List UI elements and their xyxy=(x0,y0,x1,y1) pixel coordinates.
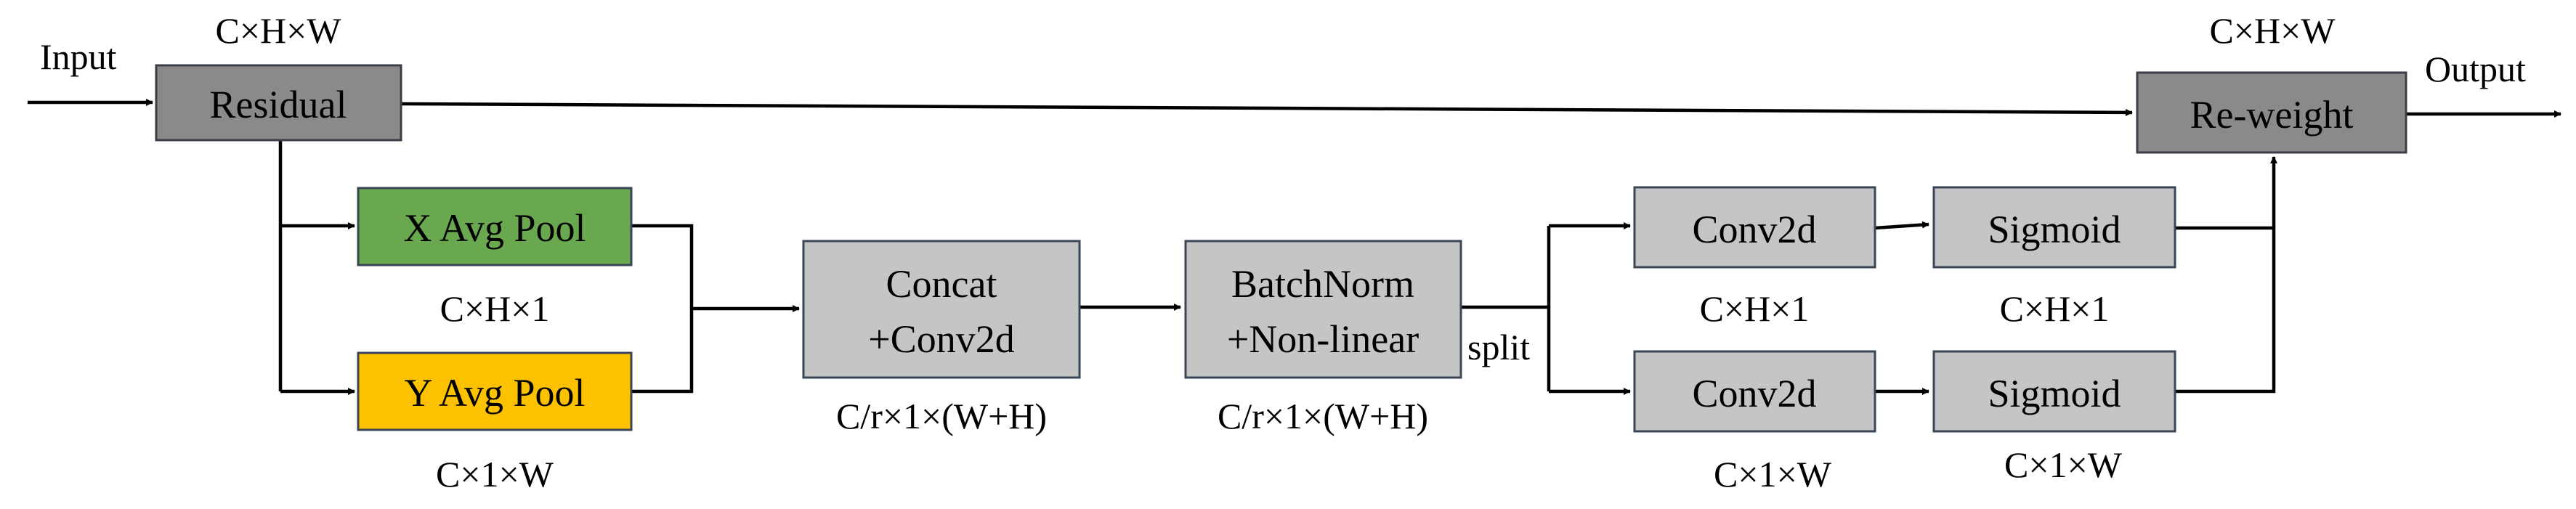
conv-top-dim: C×H×1 xyxy=(1700,288,1810,329)
boxes xyxy=(155,64,2407,433)
batchnorm-dim: C/r×1×(W+H) xyxy=(1218,396,1428,436)
split-label: split xyxy=(1467,327,1530,367)
batchnorm-label-line1: BatchNorm xyxy=(1231,262,1414,306)
residual-label: Residual xyxy=(210,83,347,126)
batchnorm-label-line2: +Non-linear xyxy=(1227,317,1419,361)
residual-dim: C×H×W xyxy=(215,10,341,51)
y-pool-box xyxy=(357,351,633,431)
sigmoid-top-box xyxy=(1932,186,2176,269)
sigmoid-bottom-dim: C×1×W xyxy=(2004,444,2123,485)
input-label: Input xyxy=(40,36,117,77)
reweight-dim: C×H×W xyxy=(2209,10,2336,51)
sigmoid-bottom-box xyxy=(1932,350,2176,433)
batchnorm-box xyxy=(1184,240,1462,379)
conv-bottom-box xyxy=(1633,350,1876,433)
conv-bottom-label: Conv2d xyxy=(1692,372,1816,415)
concat-dim: C/r×1×(W+H) xyxy=(836,396,1047,436)
dimension-labels: C×H×W C×H×1 C×1×W C/r×1×(W+H) C/r×1×(W+H… xyxy=(215,10,2336,494)
concat-label-line1: Concat xyxy=(886,262,997,306)
residual-box xyxy=(155,64,402,142)
box-labels: Residual X Avg Pool Y Avg Pool Concat +C… xyxy=(210,83,2354,415)
x-pool-box xyxy=(357,187,633,266)
x-pool-label: X Avg Pool xyxy=(403,206,586,250)
sigmoid-merge-line xyxy=(2176,226,2276,394)
reweight-label: Re-weight xyxy=(2190,93,2354,137)
y-pool-dim: C×1×W xyxy=(436,454,554,494)
io-labels: Input Output split xyxy=(40,36,2526,367)
conv-top-label: Conv2d xyxy=(1692,208,1816,251)
y-pool-label: Y Avg Pool xyxy=(404,371,585,415)
connectors xyxy=(28,99,2561,395)
sigmoid-top-dim: C×H×1 xyxy=(2000,288,2110,329)
sigmoid-bottom-label: Sigmoid xyxy=(1988,372,2121,415)
conv-top-box xyxy=(1633,186,1876,269)
concat-label-line2: +Conv2d xyxy=(868,317,1014,361)
residual-skip-arrow xyxy=(401,102,2133,116)
reweight-box xyxy=(2136,71,2407,154)
conv-bottom-dim: C×1×W xyxy=(1714,454,1832,494)
concat-box xyxy=(802,240,1081,379)
x-pool-merge-line xyxy=(632,224,694,394)
to-sigmoid-top-arrow xyxy=(1874,221,1929,230)
sigmoid-top-label: Sigmoid xyxy=(1988,208,2121,251)
output-label: Output xyxy=(2425,49,2526,89)
x-pool-dim: C×H×1 xyxy=(440,288,550,329)
